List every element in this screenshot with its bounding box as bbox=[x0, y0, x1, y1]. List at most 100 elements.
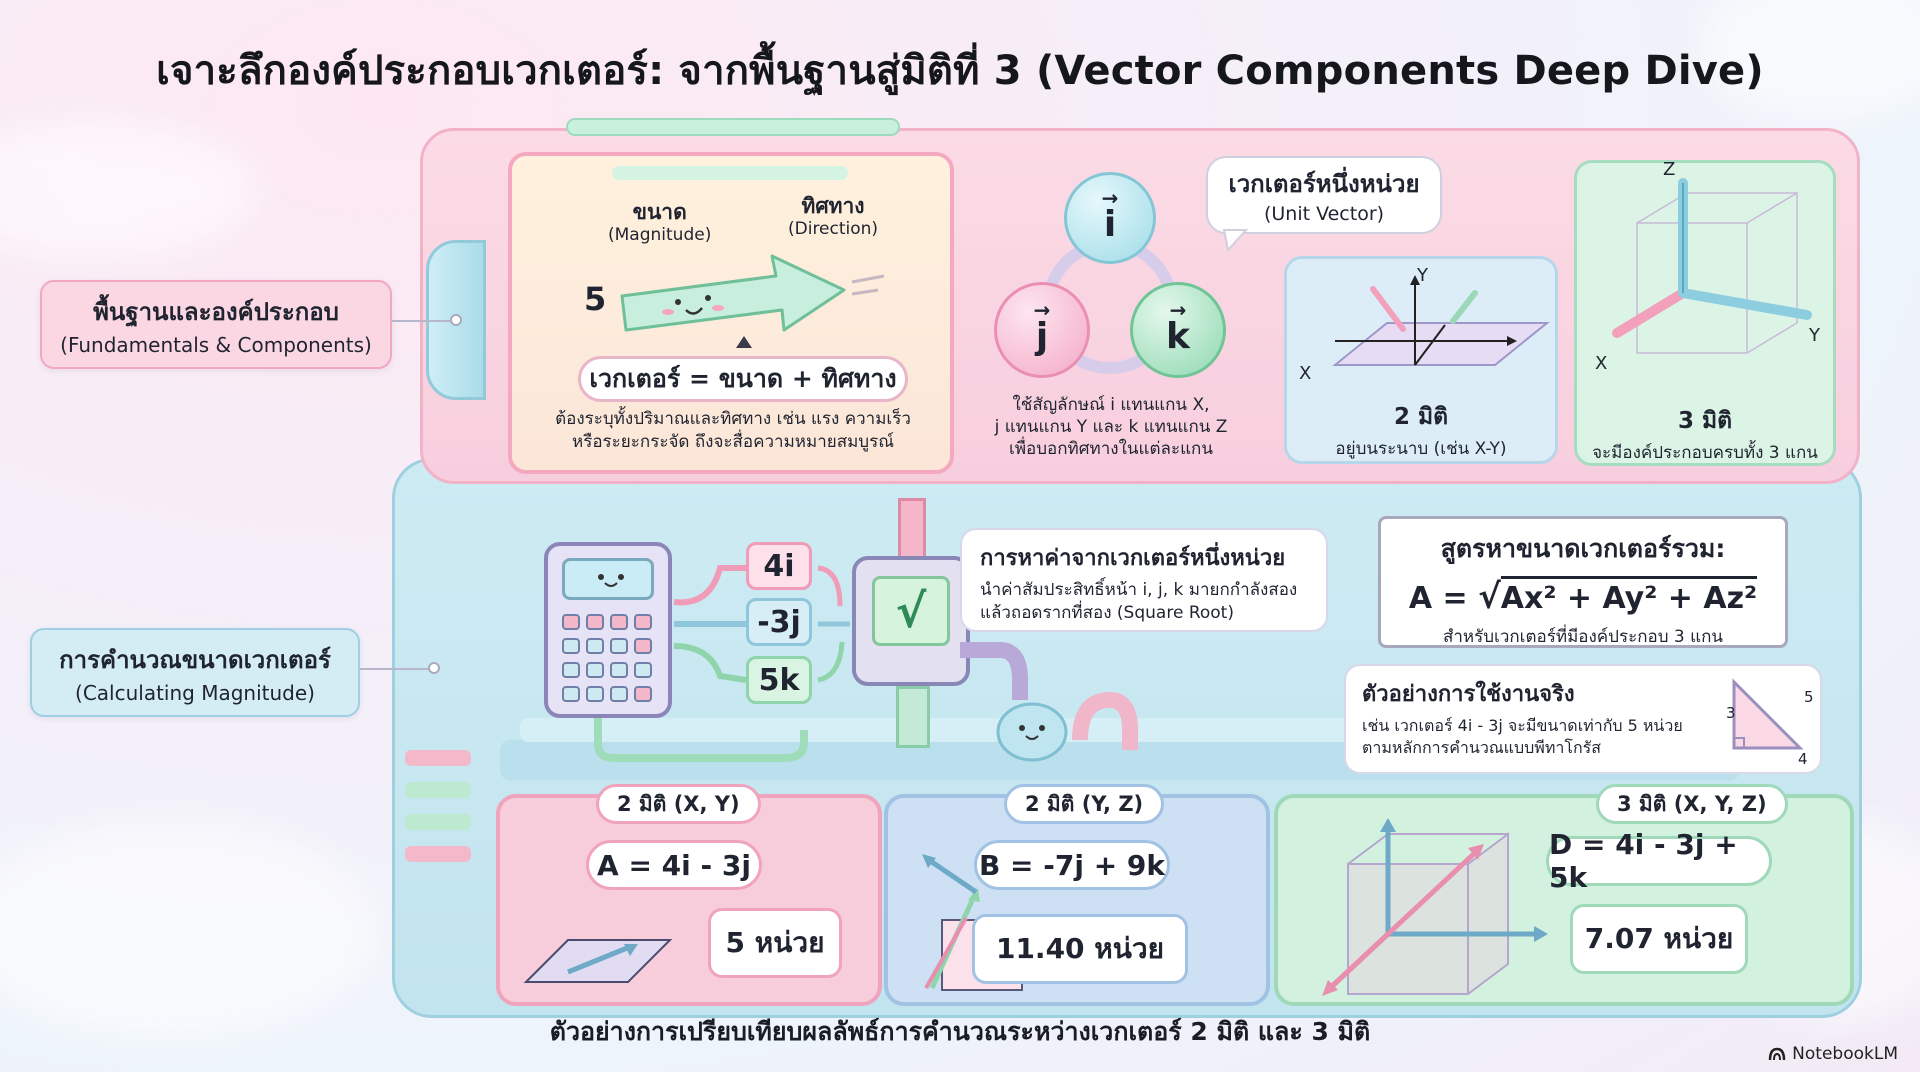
calculator-cable bbox=[594, 718, 808, 762]
background-cloud bbox=[0, 120, 260, 260]
unit-i-bubble: → i bbox=[1064, 172, 1156, 264]
arrow-over-icon: → bbox=[1033, 297, 1051, 322]
example-a-result: 5 หน่วย bbox=[708, 908, 842, 978]
find-from-unit-box: การหาค่าจากเวกเตอร์หนึ่งหน่วย นำค่าสัมปร… bbox=[960, 528, 1328, 632]
magnitude-label: ขนาด bbox=[632, 200, 687, 224]
vector-formula: เวกเตอร์ = ขนาด + ทิศทาง bbox=[578, 356, 908, 402]
arrow-over-icon: → bbox=[1101, 185, 1119, 210]
magnitude-label-group: ขนาด (Magnitude) bbox=[608, 200, 711, 246]
example-line2: ตามหลักการคำนวณแบบพีทาโกรัส bbox=[1362, 738, 1602, 758]
real-example-box: ตัวอย่างการใช้งานจริง เช่น เวกเตอร์ 4i -… bbox=[1344, 664, 1822, 774]
example-d-equation: D = 4i - 3j + 5k bbox=[1546, 828, 1772, 894]
example-d-tag: 3 มิติ (X, Y, Z) bbox=[1596, 784, 1788, 824]
calculating-label-sub: (Calculating Magnitude) bbox=[75, 681, 315, 705]
dim3-axis-y: Y bbox=[1809, 325, 1820, 346]
calculator-key bbox=[610, 614, 628, 630]
vector-definition-panel: ขนาด (Magnitude) ทิศทาง (Direction) 5 เว… bbox=[508, 152, 954, 474]
unit-k-bubble: → k bbox=[1130, 282, 1226, 378]
calculator-key bbox=[586, 686, 604, 702]
formula-equation: A = √Ax² + Ay² + Az² bbox=[1381, 576, 1785, 617]
example-panel-a: 2 มิติ (X, Y) A = 4i - 3j 5 หน่วย bbox=[496, 784, 882, 1006]
calculator-key bbox=[634, 638, 652, 654]
dim2-axis-x: X bbox=[1299, 363, 1312, 384]
find-box-line2: แล้วถอดรากที่สอง (Square Root) bbox=[980, 602, 1234, 623]
unit-vector-description: ใช้สัญลักษณ์ i แทนแกน X, j แทนแกน Y และ … bbox=[986, 394, 1236, 460]
calculator-key bbox=[610, 638, 628, 654]
arrow-over-icon: → bbox=[1169, 297, 1187, 322]
vector-description-line1: ต้องระบุทั้งปริมาณและทิศทาง เช่น แรง ควา… bbox=[555, 409, 911, 429]
vent-stripe bbox=[405, 814, 471, 830]
vector-arrow-icon bbox=[620, 254, 885, 332]
component-minus3j: -3j bbox=[746, 598, 812, 646]
example-panel-b: 2 มิติ (Y, Z) B = -7j + 9k 11.40 หน่วย bbox=[884, 784, 1270, 1006]
example-b-result: 11.40 หน่วย bbox=[972, 914, 1188, 984]
example-panel-d: 3 มิติ (X, Y, Z) D = 4i - 3j + 5k 7.07 ห… bbox=[1274, 784, 1854, 1006]
fundamentals-label: พื้นฐานและองค์ประกอบ (Fundamentals & Com… bbox=[40, 280, 392, 369]
unit-j-bubble: → j bbox=[994, 282, 1090, 378]
formula-lhs: A = bbox=[1408, 581, 1479, 616]
dim3-axis-z: Z bbox=[1663, 159, 1676, 180]
unit-vector-sub: (Unit Vector) bbox=[1263, 203, 1385, 225]
pipe-bend bbox=[960, 642, 1138, 762]
calculator-key bbox=[562, 614, 580, 630]
find-box-line1: นำค่าสัมประสิทธิ์หน้า i, j, k มายกกำลังส… bbox=[980, 580, 1298, 600]
dim2-panel: Y X 2 มิติ อยู่บนระนาบ (เช่น X-Y) bbox=[1284, 256, 1558, 464]
calculator-key bbox=[562, 686, 580, 702]
fundamentals-connector bbox=[392, 320, 452, 322]
example-d-result: 7.07 หน่วย bbox=[1570, 904, 1748, 974]
dim2-axis-y: Y bbox=[1417, 265, 1428, 286]
unit-j-label: j bbox=[1035, 315, 1049, 357]
dim3-axis-x: X bbox=[1595, 353, 1608, 374]
vector-description-line2: หรือระยะกระจัด ถึงจะสื่อความหมายสมบูรณ์ bbox=[572, 431, 894, 452]
machine-top-rail bbox=[566, 118, 900, 136]
formula-radicand: Ax² + Ay² + Az² bbox=[1500, 576, 1758, 616]
example-title: ตัวอย่างการใช้งานจริง bbox=[1362, 682, 1575, 707]
sqrt-sign-icon: √ bbox=[1478, 577, 1501, 617]
vent-stripe bbox=[405, 782, 471, 798]
calculator-key bbox=[610, 662, 628, 678]
speech-tail-icon bbox=[1222, 229, 1249, 253]
unit-vector-title: เวกเตอร์หนึ่งหน่วย bbox=[1228, 170, 1420, 198]
calculating-connector bbox=[360, 668, 430, 670]
dim2-caption: 2 มิติ อยู่บนระนาบ (เช่น X-Y) bbox=[1287, 399, 1555, 462]
example-b-equation: B = -7j + 9k bbox=[974, 840, 1170, 890]
pipe-top bbox=[898, 498, 926, 560]
unit-description-line1: ใช้สัญลักษณ์ i แทนแกน X, bbox=[1012, 395, 1210, 415]
magnitude-value: 5 bbox=[584, 280, 607, 318]
vent-stripe bbox=[405, 846, 471, 862]
panel-lamp bbox=[612, 166, 848, 180]
dim3-caption: 3 มิติ จะมีองค์ประกอบครบทั้ง 3 แกน bbox=[1577, 403, 1833, 466]
sqrt-machine: √ bbox=[852, 556, 970, 686]
fundamentals-label-sub: (Fundamentals & Components) bbox=[60, 333, 372, 357]
unit-vector-bubble: เวกเตอร์หนึ่งหน่วย (Unit Vector) bbox=[1206, 156, 1442, 234]
footer-caption: ตัวอย่างการเปรียบเทียบผลลัพธ์การคำนวณระห… bbox=[549, 1017, 1371, 1046]
calculator-screen bbox=[562, 558, 654, 600]
example-a-tag: 2 มิติ (X, Y) bbox=[596, 784, 761, 824]
calculator-key bbox=[610, 686, 628, 702]
example-a-equation: A = 4i - 3j bbox=[586, 840, 762, 890]
unit-description-line2: j แทนแกน Y และ k แทนแกน Z bbox=[994, 417, 1228, 438]
dim3-title: 3 มิติ bbox=[1677, 408, 1733, 434]
calculator-key bbox=[562, 662, 580, 678]
plane-2d-diagram bbox=[1332, 275, 1550, 366]
calculating-label: การคำนวณขนาดเวกเตอร์ (Calculating Magnit… bbox=[30, 628, 360, 717]
fundamentals-label-main: พื้นฐานและองค์ประกอบ bbox=[93, 298, 339, 326]
calculator-key bbox=[562, 638, 580, 654]
find-box-title: การหาค่าจากเวกเตอร์หนึ่งหน่วย bbox=[980, 546, 1286, 571]
magnitude-formula-box: สูตรหาขนาดเวกเตอร์รวม: A = √Ax² + Ay² + … bbox=[1378, 516, 1788, 648]
calculator-key bbox=[634, 614, 652, 630]
brand-logo: NotebookLM bbox=[1768, 1044, 1898, 1064]
triangle-side-b: 4 bbox=[1798, 750, 1808, 768]
vector-3d-xyz-icon bbox=[1322, 818, 1548, 996]
example-b-tag: 2 มิติ (Y, Z) bbox=[1004, 784, 1165, 824]
page-title: เจาะลึกองค์ประกอบเวกเตอร์: จากพื้นฐานสู่… bbox=[156, 48, 1764, 94]
magnitude-sub: (Magnitude) bbox=[608, 225, 712, 246]
brand-name: NotebookLM bbox=[1792, 1044, 1898, 1064]
unit-k-label: k bbox=[1166, 315, 1190, 357]
axes-3d-diagram bbox=[1612, 178, 1812, 354]
vent-stripe bbox=[405, 750, 471, 766]
calculating-label-main: การคำนวณขนาดเวกเตอร์ bbox=[59, 646, 331, 674]
direction-sub: (Direction) bbox=[788, 219, 879, 240]
sqrt-icon: √ bbox=[872, 576, 950, 646]
pythagoras-triangle-icon bbox=[1732, 678, 1804, 750]
